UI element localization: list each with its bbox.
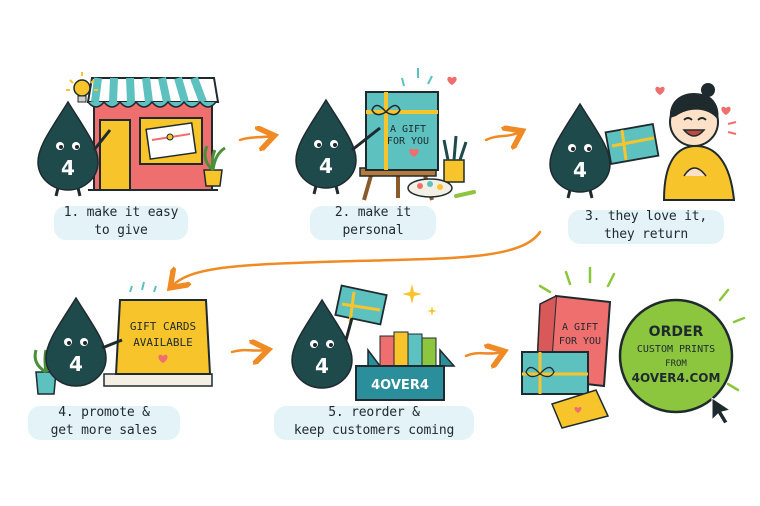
step-6-order-cta: A GIFT FOR YOU ORDER CUSTOM PRINTS FROM … [521, 266, 746, 429]
reorder-gift-card [334, 284, 388, 326]
mascot-label: 4 [69, 352, 83, 376]
mascot-label: 4 [319, 154, 333, 178]
card-text-line-1: A GIFT [390, 124, 426, 135]
caption-line: to give [94, 223, 148, 238]
caption-line: 3. they love it, [584, 209, 708, 224]
cta-line-2: CUSTOM PRINTS [637, 344, 715, 355]
cta-line-1: ORDER [649, 324, 704, 340]
flow-arrow-4-to-5 [230, 350, 266, 352]
sparkle-icon [402, 284, 422, 304]
cursor-pointer-icon [711, 397, 732, 425]
mascot-drop-step-3: 4 [549, 102, 611, 199]
caption-line: 5. reorder & [328, 405, 420, 420]
sign-text-line-2: AVAILABLE [133, 336, 193, 349]
mascot-drop-step-2: 4 [295, 98, 381, 195]
mascot-label: 4 [61, 156, 75, 180]
step-1-caption: 1. make it easy to give [54, 204, 188, 240]
step-4-caption: 4. promote & get more sales [28, 404, 180, 440]
box-brand-text: 4OVER4 [371, 378, 429, 393]
mascot-drop-step-4: 4 [45, 296, 123, 387]
heart-icon [721, 106, 731, 115]
mascot-drop-step-1: 4 [37, 100, 112, 197]
step-4-sign: GIFT CARDS AVAILABLE 4 [33, 281, 213, 395]
sparkle-icon [427, 306, 437, 316]
teal-gift-card [521, 351, 589, 395]
step-5-caption: 5. reorder & keep customers coming [274, 404, 474, 440]
yellow-envelope-card [550, 389, 610, 429]
caption-line: keep customers coming [293, 423, 455, 438]
caption-line: personal [342, 223, 404, 238]
cta-line-4: 4OVER4.COM [632, 371, 721, 385]
lightbulb-icon [66, 72, 98, 103]
heart-icon [655, 86, 665, 95]
step-1-storefront: 4 [37, 72, 226, 197]
step-3-happy-customer: 4 [549, 83, 737, 201]
flow-arrow-1-to-2 [238, 136, 272, 140]
step-3-caption: 3. they love it, they return [568, 208, 724, 244]
plant-icon [203, 145, 226, 187]
handed-gift-card [604, 123, 660, 165]
heart-icon [158, 354, 168, 363]
step-5-card-box: 4OVER4 4 [291, 284, 456, 401]
step-2-easel: A GIFT FOR YOU 4 [295, 68, 476, 201]
card-text-line-1: A GIFT [562, 322, 598, 333]
step-2-caption: 2. make it personal [310, 204, 436, 240]
palette-icon [407, 178, 453, 198]
cta-line-3: FROM [665, 359, 687, 369]
caption-line: 4. promote & [58, 405, 150, 420]
paint-cup-icon [442, 135, 468, 183]
gift-cards-sign [114, 299, 212, 375]
flow-arrow-5-to-6 [464, 352, 502, 356]
flow-arrow-3-to-4 [172, 230, 542, 286]
heart-icon [447, 76, 457, 85]
flow-arrow-2-to-3 [484, 132, 520, 140]
caption-line: 1. make it easy [63, 205, 179, 220]
card-text-line-2: FOR YOU [559, 336, 601, 347]
caption-line: get more sales [50, 423, 158, 438]
storefront-gift-card [145, 122, 197, 160]
mascot-drop-step-5: 4 [291, 298, 354, 389]
card-text-line-2: FOR YOU [387, 136, 429, 147]
heart-icon [409, 148, 419, 157]
mascot-label: 4 [315, 354, 329, 378]
caption-line: they return [604, 227, 688, 242]
caption-line: 2. make it [334, 205, 412, 220]
mascot-label: 4 [573, 158, 587, 182]
order-cta-button[interactable] [618, 298, 734, 414]
sign-text-line-1: GIFT CARDS [130, 320, 196, 333]
